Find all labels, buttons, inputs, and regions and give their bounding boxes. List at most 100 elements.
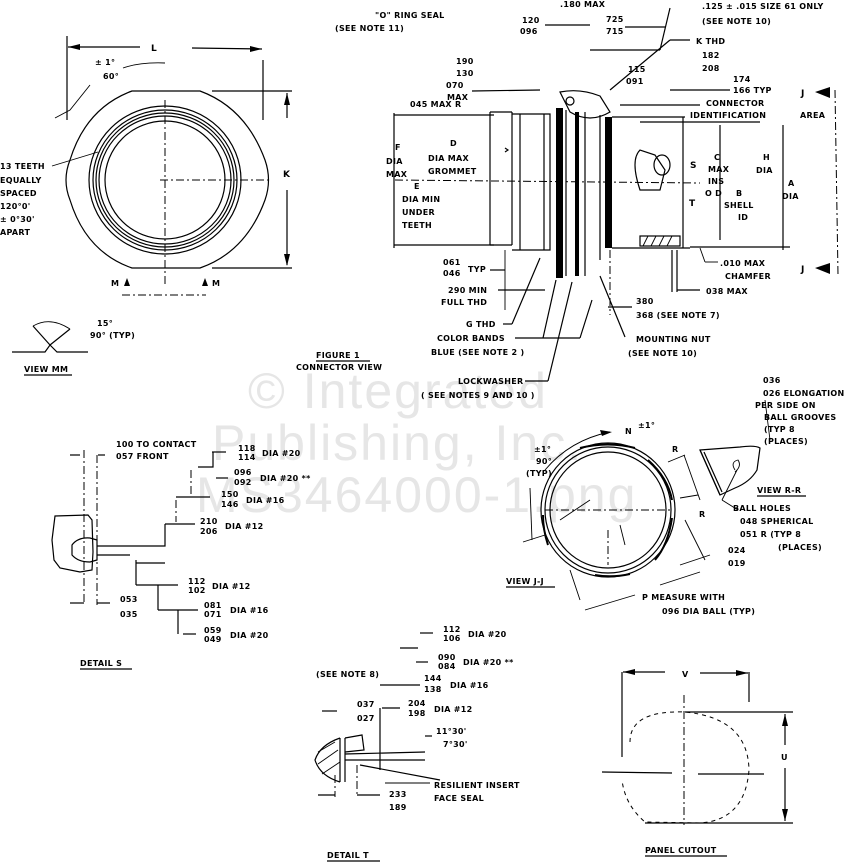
svg-text:112: 112 xyxy=(443,625,461,634)
g-thd: G THD xyxy=(466,320,496,329)
svg-text:ID: ID xyxy=(738,213,748,222)
svg-text:SHELL: SHELL xyxy=(724,201,754,210)
svg-text:PER SIDE ON: PER SIDE ON xyxy=(755,401,816,410)
section-m-right: M xyxy=(212,279,220,288)
svg-text:INS: INS xyxy=(708,177,724,186)
dim-l-label: L xyxy=(151,44,157,54)
svg-text:SPACED: SPACED xyxy=(0,189,37,198)
svg-text:051 R (TYP 8: 051 R (TYP 8 xyxy=(740,530,801,539)
svg-text:081: 081 xyxy=(204,601,222,610)
section-m-left: M xyxy=(111,279,119,288)
detail-s-row: 150 146 DIA #16 xyxy=(221,490,285,509)
dim-typ: TYP xyxy=(468,265,486,274)
chamfer-2: CHAMFER xyxy=(725,272,771,281)
dim-190: 190 xyxy=(456,57,474,66)
svg-text:DIA MAX: DIA MAX xyxy=(428,154,470,163)
dim-125-size61: .125 ± .015 SIZE 61 ONLY xyxy=(702,2,824,11)
detail-t-row: 090 084 DIA #20 ** xyxy=(438,653,514,671)
contact-front-1: 100 TO CONTACT xyxy=(116,440,197,449)
svg-text:106: 106 xyxy=(443,634,461,643)
dim-180-max: .180 MAX xyxy=(560,0,606,9)
dim-166-typ: 166 TYP xyxy=(733,86,772,95)
dim-182: 182 xyxy=(702,51,720,60)
dim-037: 037 xyxy=(357,700,375,709)
h-dia-label: H DIA xyxy=(756,153,773,175)
svg-text:F: F xyxy=(395,143,401,152)
resilient-insert: RESILIENT INSERT xyxy=(434,781,520,790)
side-view: J J "O" RING SEAL (SEE NOTE 11) .180 MAX… xyxy=(335,0,839,400)
svg-text:DIA #12: DIA #12 xyxy=(434,705,473,714)
detail-s-row: 059 049 DIA #20 xyxy=(204,626,268,644)
s-label: S xyxy=(690,161,697,171)
watermark-line-3: MS3464000-1.png xyxy=(196,467,637,523)
angle-7-30: 7°30' xyxy=(443,740,468,749)
view-rr-title: VIEW R-R xyxy=(757,486,801,495)
figure-title: FIGURE 1 CONNECTOR VIEW xyxy=(296,351,382,372)
svg-text:092: 092 xyxy=(234,478,252,487)
detail-t-row: 112 106 DIA #20 xyxy=(443,625,507,643)
svg-text:084: 084 xyxy=(438,662,456,671)
dim-046: 046 xyxy=(443,269,461,278)
svg-text:(PLACES): (PLACES) xyxy=(764,437,808,446)
svg-text:090: 090 xyxy=(438,653,456,662)
svg-text:049: 049 xyxy=(204,635,222,644)
dim-091: 091 xyxy=(626,77,644,86)
svg-text:DIA MIN: DIA MIN xyxy=(402,195,440,204)
view-mm-title: VIEW MM xyxy=(24,365,68,374)
svg-text:DIA: DIA xyxy=(756,166,773,175)
svg-text:198: 198 xyxy=(408,709,426,718)
dim-715: 715 xyxy=(606,27,624,36)
dim-725: 725 xyxy=(606,15,624,24)
dim-max: MAX xyxy=(447,93,469,102)
svg-text:112: 112 xyxy=(188,577,206,586)
svg-text:(PLACES): (PLACES) xyxy=(778,543,822,552)
svg-text:114: 114 xyxy=(238,453,256,462)
panel-cutout: V U PANEL CUTOUT xyxy=(601,669,793,857)
detail-t-row: 144 138 DIA #16 xyxy=(424,674,488,694)
dim-045-max-r: 045 MAX R xyxy=(410,100,461,109)
svg-text:13 TEETH: 13 TEETH xyxy=(0,162,45,171)
svg-text:APART: APART xyxy=(0,228,31,237)
detail-t-row: 204 198 DIA #12 xyxy=(408,699,473,718)
svg-text:204: 204 xyxy=(408,699,426,708)
ball-holes-note: BALL HOLES 048 SPHERICAL 051 R (TYP 8 (P… xyxy=(733,504,822,552)
svg-text:E: E xyxy=(414,182,420,191)
svg-text:MAX: MAX xyxy=(708,165,730,174)
area-label: AREA xyxy=(800,111,826,120)
detail-s: 100 TO CONTACT 057 FRONT 118 114 DIA #20… xyxy=(51,440,311,670)
svg-text:144: 144 xyxy=(424,674,442,683)
view-jj: N ±1° ±1° 90° (TYP) R R 024 019 VIEW J-J… xyxy=(506,421,755,616)
dim-120: 120 xyxy=(522,16,540,25)
svg-text:096: 096 xyxy=(234,468,252,477)
jj-r-right: R xyxy=(699,510,705,519)
blue-note: BLUE (SEE NOTE 2 ) xyxy=(431,348,524,357)
svg-text:DIA #20: DIA #20 xyxy=(468,630,507,639)
view-mm-angle: 90° (TYP) xyxy=(90,331,135,340)
o-ring-note: (SEE NOTE 11) xyxy=(335,24,404,33)
svg-text:146: 146 xyxy=(221,500,239,509)
svg-text:MAX: MAX xyxy=(386,170,408,179)
d-dia-label: D DIA MAX GROMMET xyxy=(428,139,476,176)
o-ring-seal-label: "O" RING SEAL xyxy=(375,11,445,20)
jj-typ: (TYP) xyxy=(526,469,552,478)
dim-380: 380 xyxy=(636,297,654,306)
jj-angle-tolerance: ±1° xyxy=(534,445,551,454)
dim-208: 208 xyxy=(702,64,720,73)
identification-label: IDENTIFICATION xyxy=(690,111,766,120)
dim-027: 027 xyxy=(357,714,375,723)
b-shell-id-label: B SHELL ID xyxy=(724,189,754,222)
dim-233: 233 xyxy=(389,790,407,799)
color-bands: COLOR BANDS xyxy=(437,334,505,343)
c-label: C MAX INS O D xyxy=(705,153,730,198)
t-label: T xyxy=(689,199,696,209)
detail-s-row: 096 092 DIA #20 ** xyxy=(234,468,311,487)
dim-053: 053 xyxy=(120,595,138,604)
svg-text:H: H xyxy=(763,153,770,162)
svg-text:DIA #16: DIA #16 xyxy=(246,496,285,505)
svg-text:UNDER: UNDER xyxy=(402,208,435,217)
face-seal: FACE SEAL xyxy=(434,794,484,803)
svg-text:(TYP 8: (TYP 8 xyxy=(764,425,795,434)
svg-text:DIA #12: DIA #12 xyxy=(225,522,264,531)
svg-text:DIA #12: DIA #12 xyxy=(212,582,251,591)
